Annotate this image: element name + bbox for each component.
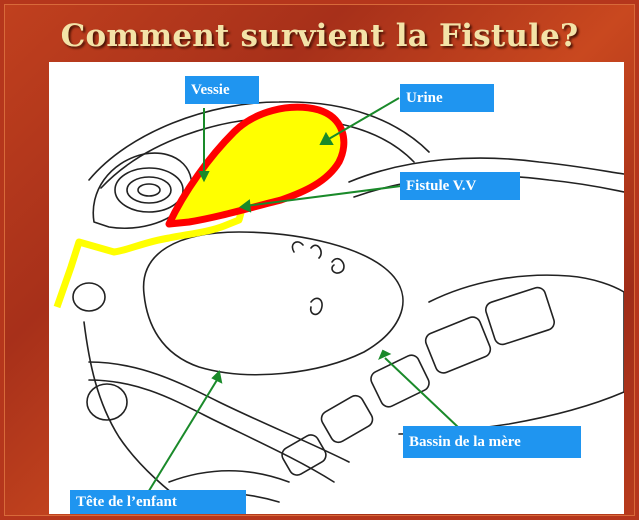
foetal-head-outline — [144, 232, 403, 375]
foetal-face-curl — [332, 259, 344, 273]
vertebra-3 — [368, 353, 431, 410]
ischium-bone — [73, 283, 105, 311]
pubic-bone-ring — [115, 168, 183, 212]
bassin-arrowhead — [380, 351, 389, 358]
label-vessie: Vessie — [185, 76, 259, 104]
vertebra-2 — [423, 315, 493, 376]
foetal-ear — [292, 242, 321, 258]
label-tete: Tête de l’enfant — [70, 490, 246, 514]
pubic-bone-ring-inner — [127, 177, 171, 203]
foetal-hand — [311, 298, 322, 314]
pelvic-floor-line — [169, 471, 289, 482]
vertebra-4 — [319, 393, 376, 445]
label-bassin: Bassin de la mère — [403, 426, 581, 458]
sacrum-outline — [399, 275, 624, 434]
bladder-urine — [169, 107, 344, 224]
vertebra-1 — [484, 285, 557, 346]
label-fistule: Fistule V.V — [400, 172, 520, 200]
tete-arrowhead — [213, 372, 221, 382]
label-urine: Urine — [400, 84, 494, 112]
pubic-bone-core — [138, 184, 160, 196]
slide-title: Comment survient la Fistule? — [0, 18, 639, 54]
perineum-line — [84, 322, 199, 514]
